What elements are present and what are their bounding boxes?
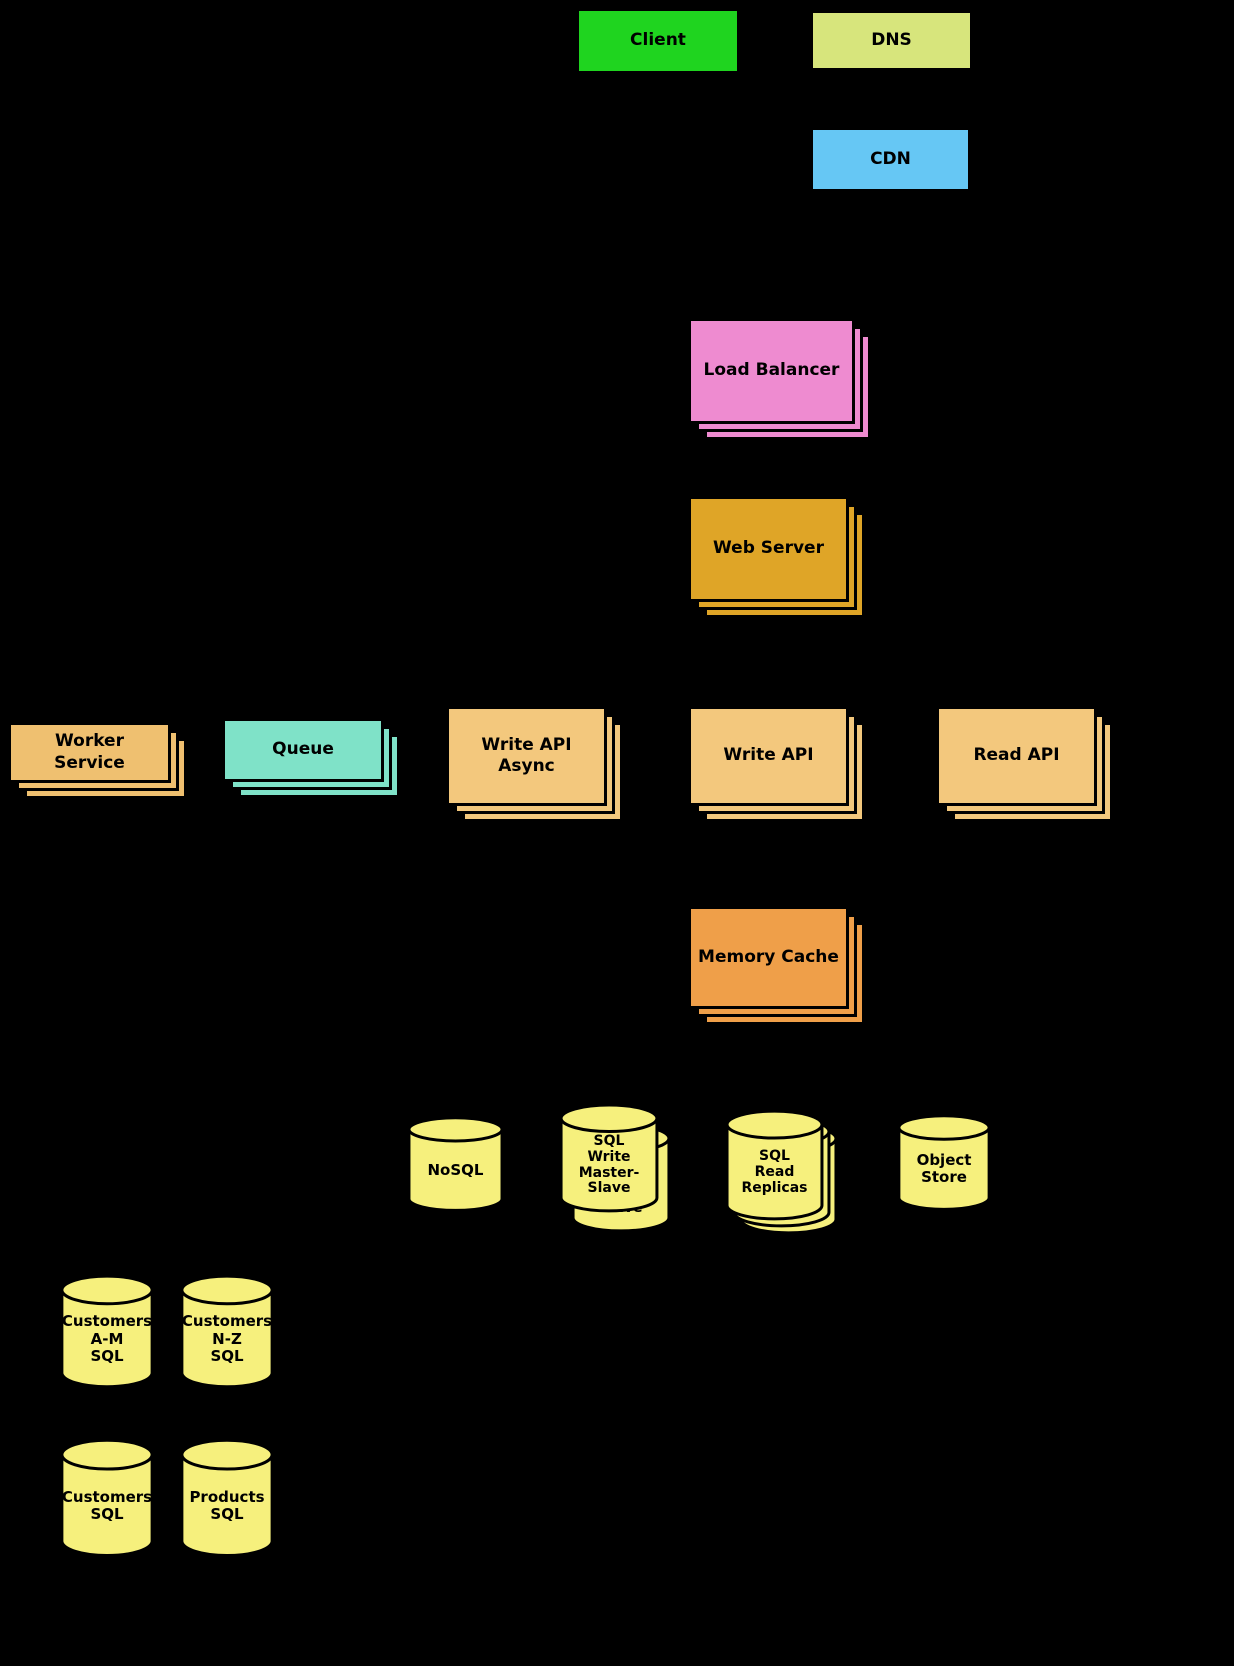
node-load-balancer: Load Balancer: [688, 318, 855, 424]
node-write-api-face: Write API: [688, 706, 849, 806]
node-memory-cache-face: Memory Cache: [688, 906, 849, 1009]
node-read-api-face: Read API: [936, 706, 1097, 806]
node-worker-service-label: Worker Service: [54, 731, 125, 773]
node-worker-service: Worker Service: [8, 722, 171, 783]
node-queue-face: Queue: [222, 718, 384, 782]
node-write-api: Write API: [688, 706, 849, 806]
node-dns-label: DNS: [871, 29, 912, 50]
node-customers-nz-label: Customers N-Z SQL: [181, 1311, 273, 1366]
node-load-balancer-face: Load Balancer: [688, 318, 855, 424]
node-dns: DNS: [810, 10, 973, 71]
node-object-store: Object Store: [896, 1114, 992, 1213]
cylinder-icon: SQL Read Replicas: [724, 1109, 825, 1223]
node-customers-sql-label: Customers SQL: [61, 1487, 153, 1524]
node-nosql-label: NoSQL: [427, 1161, 484, 1180]
node-memory-cache: Memory Cache: [688, 906, 849, 1009]
node-worker-service-face: Worker Service: [8, 722, 171, 783]
cylinder-icon: Customers N-Z SQL: [179, 1274, 275, 1391]
node-sql-write-master-slave: SQL Write Master- Slave SQL Write Master…: [558, 1103, 660, 1215]
node-queue-label: Queue: [272, 739, 334, 760]
node-customers-am-label: Customers A-M SQL: [61, 1311, 153, 1366]
node-queue: Queue: [222, 718, 384, 782]
node-write-api-label: Write API: [723, 745, 814, 766]
node-products-sql-label: Products SQL: [189, 1487, 265, 1524]
node-nosql: NoSQL: [406, 1116, 505, 1214]
node-sql-read-label: SQL Read Replicas: [741, 1148, 808, 1196]
node-web-server-label: Web Server: [713, 538, 824, 559]
node-web-server-face: Web Server: [688, 496, 849, 602]
node-dns-face: DNS: [810, 10, 973, 71]
cylinder-icon: SQL Write Master- Slave: [558, 1103, 660, 1215]
node-object-store-label: Object Store: [916, 1150, 972, 1187]
node-sql-read-replicas: SQL Read Replicas: [724, 1109, 825, 1223]
cylinder-icon: Object Store: [896, 1114, 992, 1213]
node-cdn-label: CDN: [870, 148, 911, 169]
node-products-sql: Products SQL: [179, 1438, 275, 1560]
cylinder-icon: Customers A-M SQL: [59, 1274, 155, 1391]
cylinder-icon: NoSQL: [406, 1116, 505, 1214]
node-load-balancer-label: Load Balancer: [703, 360, 840, 381]
node-memory-cache-label: Memory Cache: [698, 946, 839, 967]
cylinder-icon: Products SQL: [179, 1438, 275, 1560]
node-client: Client: [576, 8, 740, 74]
node-cdn-face: CDN: [810, 127, 971, 192]
node-write-api-async-face: Write API Async: [446, 706, 607, 806]
node-write-api-async-label: Write API Async: [481, 734, 572, 776]
node-customers-sql: Customers SQL: [59, 1438, 155, 1560]
node-web-server: Web Server: [688, 496, 849, 602]
node-customers-am-sql: Customers A-M SQL: [59, 1274, 155, 1391]
node-read-api-label: Read API: [973, 745, 1060, 766]
node-customers-nz-sql: Customers N-Z SQL: [179, 1274, 275, 1391]
cylinder-icon: Customers SQL: [59, 1438, 155, 1560]
node-sql-write-label: SQL Write Master- Slave: [578, 1133, 640, 1197]
node-client-face: Client: [576, 8, 740, 74]
node-client-label: Client: [630, 30, 686, 51]
node-read-api: Read API: [936, 706, 1097, 806]
node-write-api-async: Write API Async: [446, 706, 607, 806]
node-cdn: CDN: [810, 127, 971, 192]
